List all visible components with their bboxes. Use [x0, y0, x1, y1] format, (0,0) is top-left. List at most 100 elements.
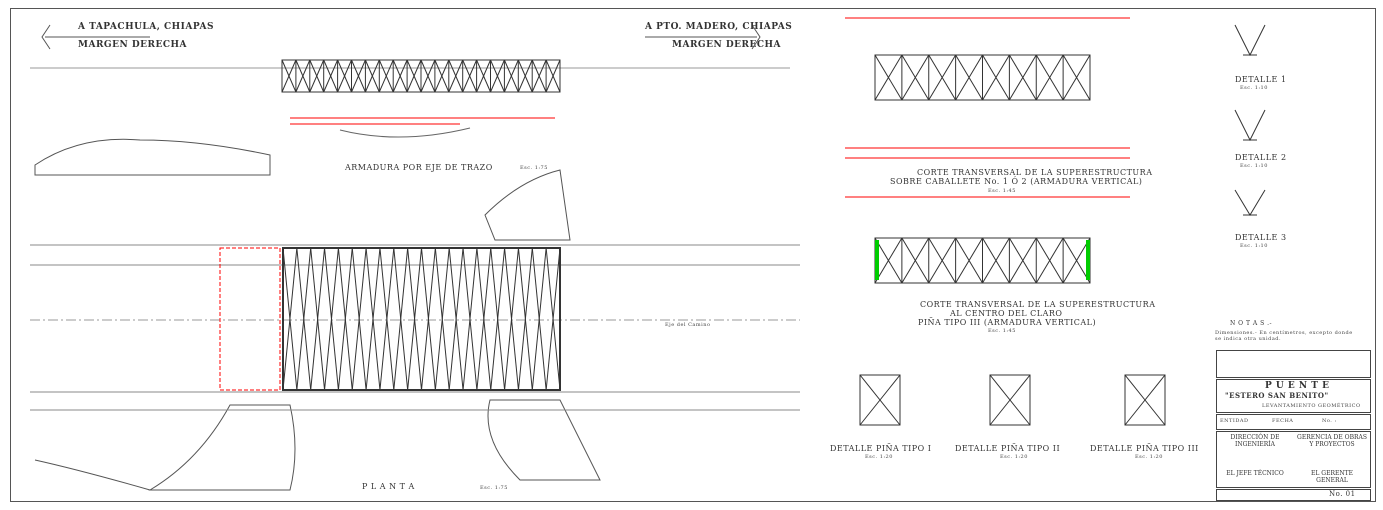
section1-title-2: SOBRE CABALLETE No. 1 Ó 2 (ARMADURA VERT…	[890, 177, 1143, 186]
truss-member	[337, 59, 352, 93]
truss-member	[1035, 54, 1064, 101]
truss-member	[901, 237, 930, 284]
section2-scale: Esc. 1:45	[988, 328, 1016, 334]
truss-member	[281, 59, 297, 93]
truss-member	[1035, 237, 1064, 284]
truss-member	[504, 247, 519, 391]
pina-2-scale: Esc. 1:20	[1000, 454, 1028, 460]
truss-member	[928, 237, 957, 284]
section2-title-3: PIÑA TIPO III (ARMADURA VERTICAL)	[918, 318, 1097, 327]
truss-member	[545, 247, 561, 391]
direction-arrow-left	[41, 24, 150, 50]
detail-sketches	[1234, 24, 1266, 216]
right-bank-label: MARGEN DERECHA	[672, 40, 781, 50]
detail-2-scale: Esc. 1:10	[1240, 163, 1268, 169]
project-name: "ESTERO SAN BENITO"	[1225, 391, 1329, 400]
section-1	[845, 17, 1130, 159]
truss-member	[1008, 237, 1037, 284]
title-block-project: P U E N T E "ESTERO SAN BENITO" LEVANTAM…	[1216, 379, 1371, 413]
truss-member	[1062, 54, 1091, 101]
truss-member	[434, 247, 450, 391]
project-label: P U E N T E	[1265, 381, 1330, 391]
left-city-label: A TAPACHULA, CHIAPAS	[78, 22, 214, 32]
truss-member	[531, 247, 547, 391]
truss-member	[531, 59, 547, 93]
notes-text: Dimensiones.- En centímetros, excepto do…	[1215, 330, 1353, 342]
section2-title-1: CORTE TRANSVERSAL DE LA SUPERESTRUCTURA	[920, 300, 1156, 309]
section1-scale: Esc. 1:45	[988, 188, 1016, 194]
truss-member	[365, 247, 381, 391]
title-block-logo-box	[1216, 350, 1371, 378]
truss-member	[476, 59, 491, 93]
truss-member	[476, 247, 492, 391]
truss-member	[420, 59, 436, 93]
elevation-scale: Esc. 1:75	[520, 165, 548, 171]
title-block-signatures: DIRECCIÓN DE INGENIERÍA GERENCIA DE OBRA…	[1216, 431, 1371, 488]
truss-member	[901, 54, 930, 101]
field-number: No. :	[1322, 418, 1337, 424]
truss-member	[448, 247, 464, 391]
sheet-border	[10, 8, 1376, 502]
truss-member	[982, 237, 1010, 284]
truss-member	[379, 247, 395, 391]
title-block-sheet: No. 01	[1216, 489, 1371, 501]
notes-title: N O T A S .-	[1230, 320, 1273, 327]
truss-member	[324, 247, 339, 391]
pina-details	[859, 374, 1166, 426]
direction-arrow-right	[645, 24, 761, 50]
truss-member	[434, 59, 450, 93]
truss-member	[928, 54, 957, 101]
truss-member	[392, 59, 408, 93]
truss-member	[982, 54, 1010, 101]
project-subtitle: LEVANTAMIENTO GEOMÉTRICO	[1262, 403, 1361, 409]
truss-member	[351, 59, 366, 93]
plan-title: P L A N T A	[362, 482, 415, 491]
pina-2-title: DETALLE PIÑA TIPO II	[955, 444, 1061, 453]
sheet-number: No. 01	[1329, 490, 1356, 498]
detail-3-scale: Esc. 1:10	[1240, 243, 1268, 249]
truss-member	[351, 247, 367, 391]
truss-member	[517, 247, 533, 391]
field-date: FECHA	[1272, 418, 1294, 424]
elevation-title: ARMADURA POR EJE DE TRAZO	[345, 163, 493, 172]
signature-4: EL GERENTE GENERAL	[1311, 470, 1353, 484]
section-2	[845, 196, 1130, 284]
truss-member	[364, 59, 380, 93]
detail-3-title: DETALLE 3	[1235, 233, 1287, 242]
section2-title-2: AL CENTRO DEL CLARO	[950, 309, 1063, 318]
pina-1-scale: Esc. 1:20	[865, 454, 893, 460]
truss-member	[393, 247, 409, 391]
truss-member	[295, 59, 311, 93]
truss-member	[874, 237, 903, 284]
truss-member	[310, 247, 326, 391]
truss-member	[406, 59, 422, 93]
axis-label: Eje del Camino	[665, 322, 711, 328]
truss-member	[955, 237, 983, 284]
truss-member	[309, 59, 325, 93]
pina-3-title: DETALLE PIÑA TIPO III	[1090, 444, 1199, 453]
detail-1-title: DETALLE 1	[1235, 75, 1287, 84]
truss-member	[1062, 237, 1091, 284]
left-bank-label: MARGEN DERECHA	[78, 40, 187, 50]
plan-view	[30, 244, 800, 411]
detail-1-scale: Esc. 1:10	[1240, 85, 1268, 91]
signature-2: GERENCIA DE OBRAS Y PROYECTOS	[1297, 434, 1367, 448]
truss-member	[407, 247, 422, 391]
truss-member	[323, 59, 339, 93]
truss-member	[462, 247, 478, 391]
title-block-fields: ENTIDAD FECHA No. :	[1216, 414, 1371, 430]
truss-member	[296, 247, 312, 391]
truss-member	[874, 54, 903, 101]
detail-2-title: DETALLE 2	[1235, 153, 1287, 162]
truss-member	[490, 247, 506, 391]
truss-member	[955, 54, 983, 101]
signature-3: EL JEFE TÉCNICO	[1226, 470, 1284, 477]
section1-title-1: CORTE TRANSVERSAL DE LA SUPERESTRUCTURA	[917, 168, 1153, 177]
truss-member	[337, 247, 353, 391]
truss-member	[545, 59, 561, 93]
truss-member	[490, 59, 505, 93]
truss-member	[517, 59, 533, 93]
pina-3-scale: Esc. 1:20	[1135, 454, 1163, 460]
